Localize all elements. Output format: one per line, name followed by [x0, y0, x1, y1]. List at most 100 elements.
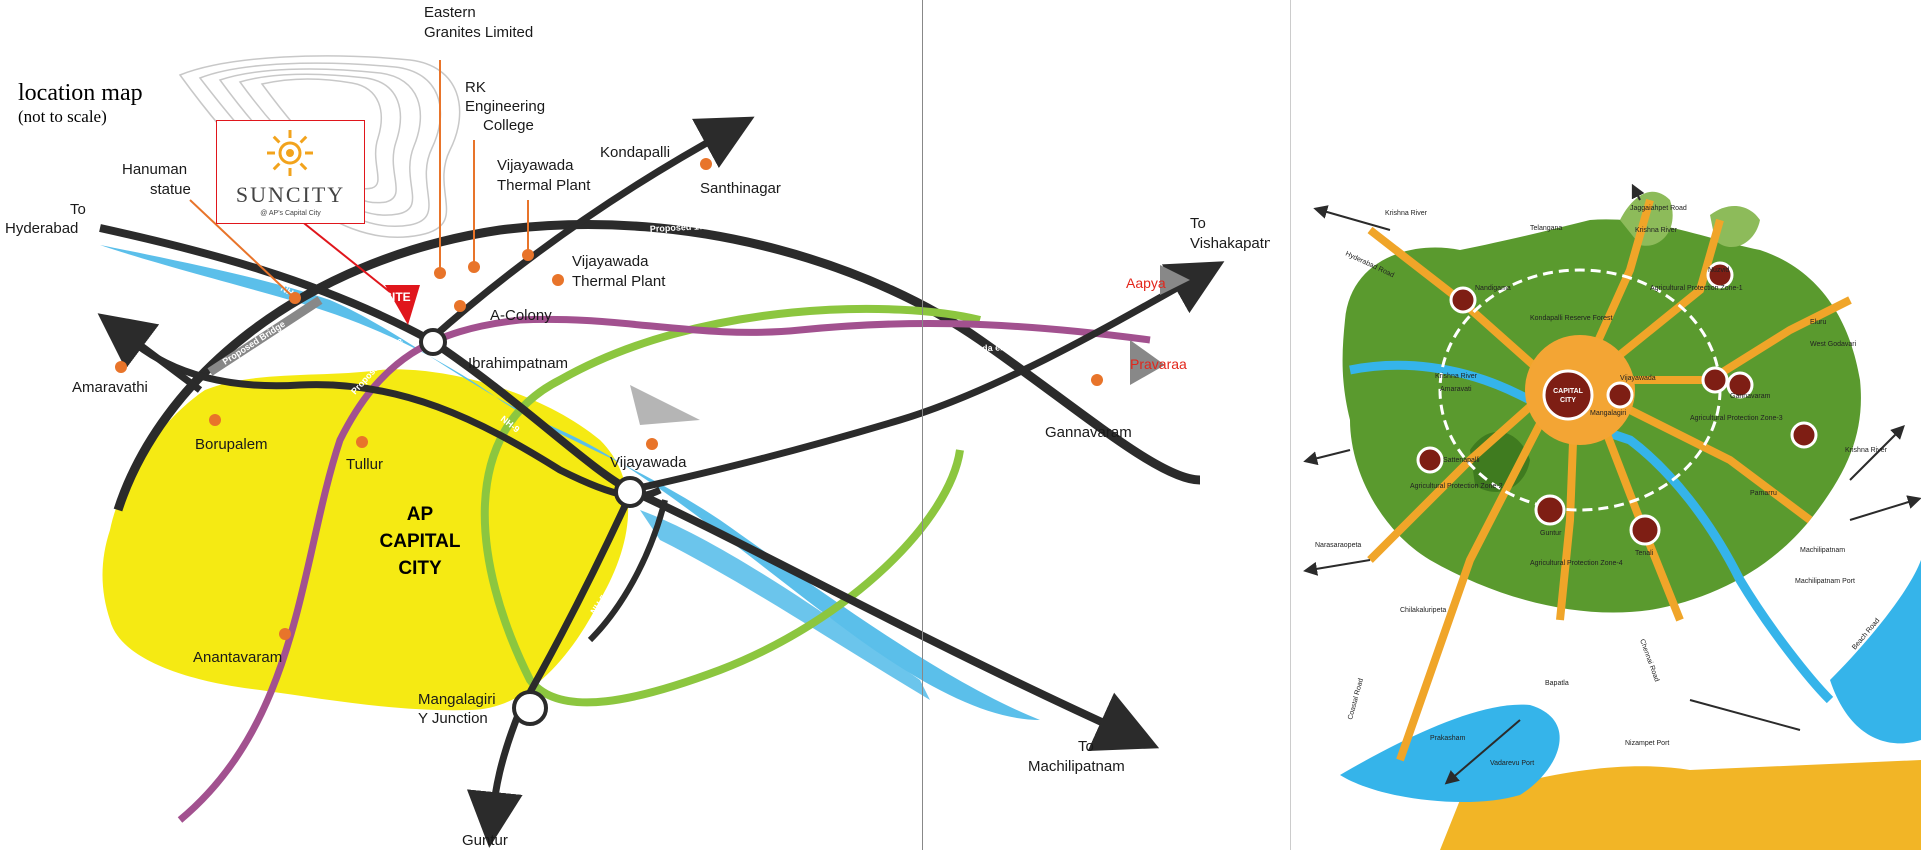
dot-a-colony [454, 300, 466, 312]
label-aapya: Aapya [1126, 275, 1166, 291]
leader-lines [189, 60, 529, 297]
brand-name: SUNCITY [235, 182, 346, 207]
ring-road [113, 220, 1201, 512]
r-prakasham: Prakasham [1430, 735, 1466, 742]
dot-thermal-1 [522, 249, 534, 261]
ibrahimpatnam-junction [419, 328, 447, 356]
regional-dark-roads [1303, 183, 1921, 785]
map-title: location map [18, 80, 143, 106]
capital-label-1: CAPITAL [1553, 388, 1584, 395]
krishna-river-regional [1349, 360, 1834, 704]
label-thermal1-1: Vijayawada [497, 157, 574, 174]
label-mangalagiri-1: Mangalagiri [418, 691, 496, 708]
dot-borupalem [209, 414, 221, 426]
r-krishna-n: Krishna River [1635, 227, 1678, 234]
r-west-godavari: West Godavari [1810, 341, 1857, 348]
label-guntur: Guntur [462, 832, 508, 849]
sun-icon [267, 130, 313, 176]
r-agri-1: Agricultural Protection Zone-1 [1650, 285, 1743, 292]
label-to-machilipatnam-1: To [1078, 738, 1094, 755]
r-tenali: Tenali [1635, 550, 1654, 557]
r-gannavaram: Gannavaram [1730, 393, 1771, 400]
dot-thermal-2 [552, 274, 564, 286]
r-jaggaiahpet: Jaggaiahpet Road [1630, 205, 1687, 212]
label-ibrahimpatnam: Ibrahimpatnam [468, 355, 568, 372]
amaravathi-road [117, 327, 662, 500]
label-anantavaram: Anantavaram [193, 649, 282, 666]
mangalagiri-junction [512, 690, 548, 726]
label-santhinagar: Santhinagar [700, 180, 781, 197]
map-subtitle: (not to scale) [18, 107, 107, 126]
hill-marker [630, 385, 700, 425]
regional-map-panel: CAPITAL CITY Krishna River Telangana Jag… [1290, 0, 1921, 850]
panel-divider-left [922, 0, 923, 850]
r-amaravati: Amaravati [1440, 386, 1472, 393]
dot-anantavaram [279, 628, 291, 640]
r-nandigama: Nandigama [1475, 285, 1511, 292]
r-eluru: Eluru [1810, 319, 1826, 326]
r-vadarevu-port: Vadarevu Port [1490, 760, 1534, 767]
kondapalli-road [427, 116, 755, 343]
r-chennai-road: Chennai Road [1638, 638, 1660, 683]
r-sattenapalli: Sattenapalli [1443, 457, 1480, 464]
dot-santhinagar [700, 158, 712, 170]
label-hanuman-1: Hanuman [122, 161, 187, 178]
r-agri-4: Agricultural Protection Zone-4 [1530, 560, 1623, 567]
r-agri-2: Agricultural Protection Zone-2 [1410, 483, 1503, 490]
label-to-machilipatnam-2: Machilipatnam [1028, 758, 1125, 775]
label-to-vishakapatnam-1: To [1190, 215, 1206, 232]
r-guntur: Guntur [1540, 530, 1562, 537]
panel-divider-right [1290, 0, 1291, 850]
label-eastern-1: Eastern [424, 4, 476, 21]
vijayawada-junction [614, 476, 646, 508]
r-vijayawada: Vijayawada [1620, 375, 1656, 382]
site-label: SITE [384, 290, 411, 304]
label-amaravathi: Amaravathi [72, 379, 148, 396]
r-machilipatnam: Machilipatnam [1800, 547, 1845, 554]
regional-nodes [1416, 261, 1818, 546]
location-map-svg: Proposed 172km Ring Road Andhra Capital … [5, 4, 1293, 849]
dot-eastern-granites [434, 267, 446, 279]
r-krishna-nw: Krishna River [1385, 210, 1428, 217]
ring-road-label: Proposed 172km Ring Road Andhra Capital … [650, 211, 894, 234]
dot-rk-college [468, 261, 480, 273]
label-kondapalli: Kondapalli [600, 144, 670, 161]
r-krishna-w: Krishna River [1435, 373, 1478, 380]
label-to-hyderabad-2: Hyderabad [5, 220, 78, 237]
dot-tullur [356, 436, 368, 448]
label-rk-3: College [483, 117, 534, 134]
regional-map-svg: CAPITAL CITY Krishna River Telangana Jag… [1303, 183, 1921, 850]
label-vijayawada: Vijayawada [610, 454, 687, 471]
nizampet-water [1340, 704, 1560, 803]
dot-amaravathi [115, 361, 127, 373]
label-to-hyderabad-1: To [70, 201, 86, 218]
r-chilakaluripeta: Chilakaluripeta [1400, 607, 1446, 614]
location-dots [115, 158, 1103, 640]
label-rk-1: RK [465, 79, 486, 96]
label-tullur: Tullur [346, 456, 383, 473]
label-to-vishakapatnam-2: Vishakapatnam [1190, 235, 1270, 252]
r-agri-3: Agricultural Protection Zone-3 [1690, 415, 1783, 422]
r-pamarru: Pamarru [1750, 490, 1777, 497]
label-a-colony: A-Colony [490, 307, 552, 324]
expressway [177, 315, 1151, 823]
r-narasaraopeta: Narasaraopeta [1315, 542, 1361, 549]
pravaraa-marker [1130, 340, 1165, 385]
label-borupalem: Borupalem [195, 436, 268, 453]
r-krishna-e: Krishna River [1845, 447, 1888, 454]
nh5-road [629, 261, 1225, 494]
guntur-bypass [587, 499, 668, 643]
r-bapatla: Bapatla [1545, 680, 1569, 687]
hill-patch-2 [1710, 205, 1760, 248]
label-thermal1-2: Thermal Plant [497, 177, 591, 194]
dot-gannavaram [1091, 374, 1103, 386]
expressway-label: Proposed 32km Vijayawada expressway ACR [875, 339, 1069, 359]
capital-city-node [1542, 369, 1594, 421]
machilipatnam-water [1830, 560, 1921, 744]
r-nizampet-port: Nizampet Port [1625, 740, 1669, 747]
label-gannavaram: Gannavaram [1045, 424, 1132, 441]
krishna-river [100, 245, 1040, 720]
site-marker: SITE [299, 219, 420, 325]
label-thermal2-2: Thermal Plant [572, 273, 666, 290]
label-rk-2: Engineering [465, 98, 545, 115]
